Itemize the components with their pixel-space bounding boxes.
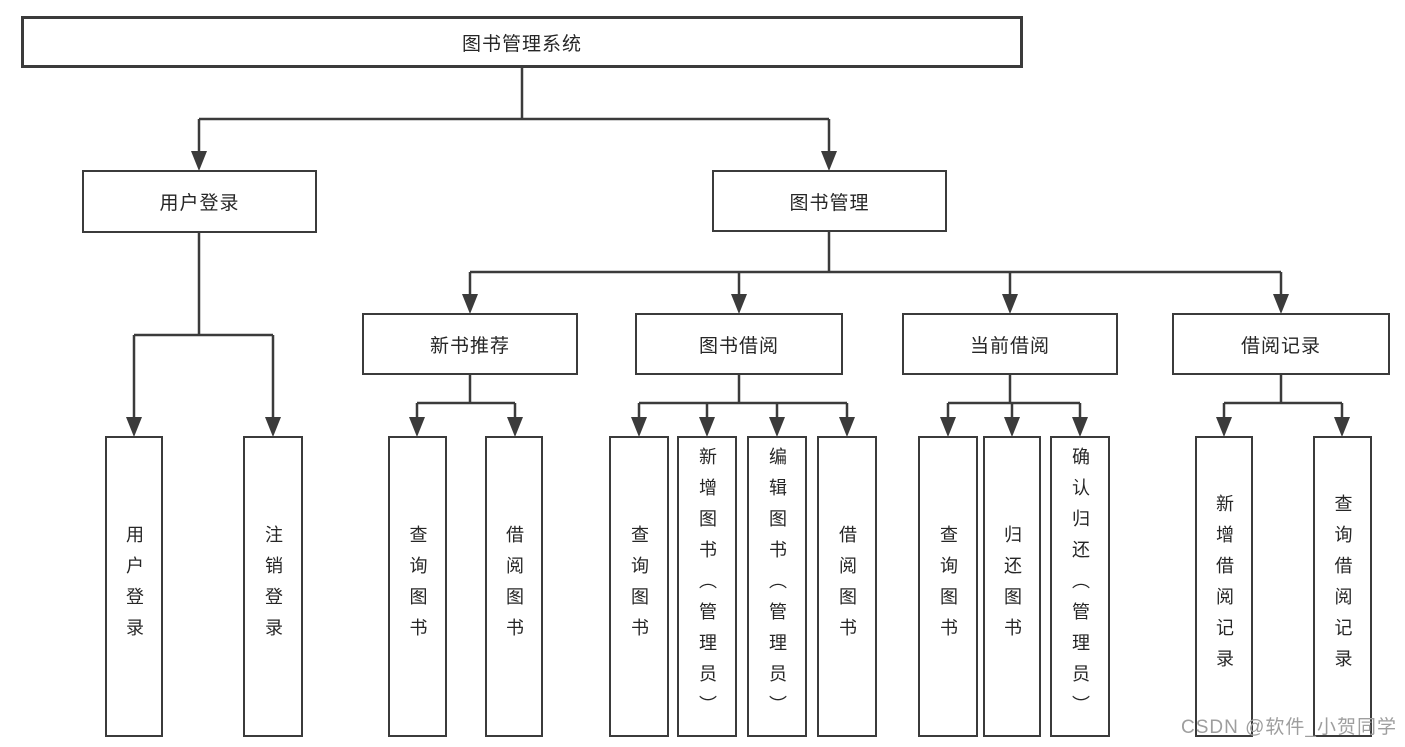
connector-line: [468, 232, 1283, 296]
connector-line: [1222, 375, 1344, 419]
arrowhead: [631, 417, 855, 437]
node-borrow-records: 借阅记录: [1172, 313, 1390, 375]
connector-line: [415, 375, 517, 419]
connector-user-login-group: [126, 233, 281, 437]
arrowhead: [126, 417, 281, 437]
connector-book-borrow-group: [631, 375, 855, 437]
node-label: 用户登录: [159, 193, 240, 214]
node-label: 归还图书: [1002, 524, 1022, 649]
node-label: 用户登录: [124, 524, 144, 649]
leaf-edit-book-admin: 编辑图书（管理员）: [747, 436, 807, 737]
node-label: 借阅图书: [504, 524, 524, 649]
connector-line: [637, 375, 849, 419]
node-label: 当前借阅: [969, 335, 1050, 357]
node-book-management: 图书管理: [712, 170, 947, 232]
connector-borrow-record-group: [1216, 375, 1350, 437]
node-label: 图书借阅: [698, 335, 779, 357]
arrowhead: [462, 294, 1289, 314]
node-library-system-root: 图书管理系统: [21, 16, 1023, 68]
arrowhead: [191, 151, 837, 171]
leaf-borrow-books-recommend: 借阅图书: [485, 436, 543, 737]
node-new-book-recommend: 新书推荐: [362, 313, 578, 375]
leaf-query-books-recommend: 查询图书: [388, 436, 447, 737]
node-label: 注销登录: [263, 524, 283, 649]
leaf-add-book-admin: 新增图书（管理员）: [677, 436, 737, 737]
connector-new-book-group: [409, 375, 523, 437]
leaf-logout: 注销登录: [243, 436, 303, 737]
node-book-borrowing: 图书借阅: [635, 313, 843, 375]
node-label: 图书管理系统: [461, 33, 582, 55]
node-label: 新增借阅记录: [1214, 493, 1234, 680]
node-label: 确认归还（管理员）: [1070, 447, 1090, 726]
leaf-confirm-return-admin: 确认归还（管理员）: [1050, 436, 1110, 737]
node-label: 查询图书: [629, 524, 649, 649]
arrowhead: [409, 417, 523, 437]
connector-current-borrow-group: [940, 375, 1088, 437]
node-label: 借阅记录: [1240, 335, 1321, 357]
node-current-borrowing: 当前借阅: [902, 313, 1118, 375]
connector-root-to-level2: [191, 68, 837, 171]
node-label: 查询借阅记录: [1332, 493, 1353, 680]
node-label: 借阅图书: [837, 524, 857, 649]
arrowhead: [940, 417, 1088, 437]
node-label: 编辑图书（管理员）: [767, 447, 787, 726]
arrowhead: [1216, 417, 1350, 437]
leaf-query-borrow-record: 查询借阅记录: [1313, 436, 1372, 737]
leaf-user-login: 用户登录: [105, 436, 163, 737]
leaf-query-books-borrowing: 查询图书: [609, 436, 669, 737]
node-user-login: 用户登录: [82, 170, 317, 233]
leaf-borrow-books: 借阅图书: [817, 436, 877, 737]
connector-line: [132, 233, 275, 419]
leaf-add-borrow-record: 新增借阅记录: [1195, 436, 1253, 737]
leaf-query-books-current: 查询图书: [918, 436, 978, 737]
connector-line: [197, 68, 831, 153]
node-label: 图书管理: [789, 192, 870, 214]
csdn-watermark: CSDN @软件_小贺同学: [1181, 717, 1397, 738]
connector-book-mgmt-to-level3: [462, 232, 1289, 314]
node-label: 新书推荐: [429, 335, 510, 357]
node-label: 查询图书: [938, 524, 958, 649]
connector-line: [946, 375, 1082, 419]
node-label: 查询图书: [407, 524, 428, 649]
node-label: 新增图书（管理员）: [697, 447, 717, 726]
leaf-return-book: 归还图书: [983, 436, 1041, 737]
